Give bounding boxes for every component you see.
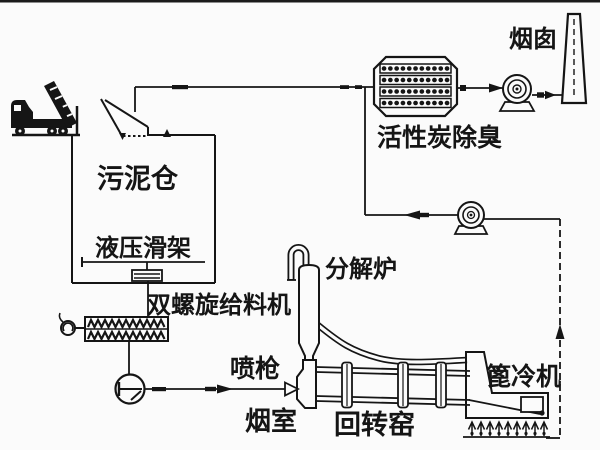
exhaust-fan-icon bbox=[457, 74, 564, 112]
chimney-icon bbox=[560, 12, 588, 105]
label-sludge-silo: 污泥仓 bbox=[97, 164, 179, 195]
spray-gun-line bbox=[145, 381, 301, 397]
label-chimney: 烟囱 bbox=[509, 24, 557, 53]
kiln-ring bbox=[397, 361, 409, 409]
recirculation-fan-icon bbox=[453, 201, 489, 235]
label-spray-gun: 喷枪 bbox=[230, 354, 280, 383]
rotary-kiln-icon bbox=[315, 361, 471, 409]
calciner-icon bbox=[287, 244, 320, 362]
twin-screw-feeder-icon bbox=[58, 312, 169, 374]
hydraulic-slide-frame-icon bbox=[81, 257, 205, 282]
label-grate-cooler: 篦冷机 bbox=[486, 362, 561, 391]
scan-border-top bbox=[0, 0, 600, 3]
dump-truck-icon bbox=[11, 81, 80, 137]
label-activated-carbon-deodorizer: 活性炭除臭 bbox=[377, 123, 502, 152]
label-calciner: 分解炉 bbox=[325, 254, 397, 283]
kiln-gas-duct bbox=[315, 322, 468, 366]
kiln-ring bbox=[341, 361, 353, 409]
pump-icon bbox=[114, 373, 146, 405]
sludge-silo bbox=[71, 98, 216, 317]
label-smoke-chamber: 烟室 bbox=[245, 406, 297, 437]
odor-duct bbox=[134, 85, 373, 112]
chute-icon bbox=[100, 98, 149, 140]
grate-cooler-icon bbox=[463, 351, 550, 438]
label-twin-screw-feeder: 双螺旋给料机 bbox=[147, 290, 291, 319]
feeder-motor-icon bbox=[58, 312, 85, 336]
activated-carbon-filter-icon bbox=[372, 55, 459, 118]
label-rotary-kiln: 回转窑 bbox=[334, 410, 415, 441]
label-hydraulic-slide-frame: 液压滑架 bbox=[95, 233, 191, 262]
smoke-chamber-icon bbox=[296, 359, 317, 409]
kiln-ring bbox=[435, 361, 447, 409]
return-gas-duct bbox=[364, 87, 565, 439]
cooling-air-arrows bbox=[463, 420, 550, 438]
